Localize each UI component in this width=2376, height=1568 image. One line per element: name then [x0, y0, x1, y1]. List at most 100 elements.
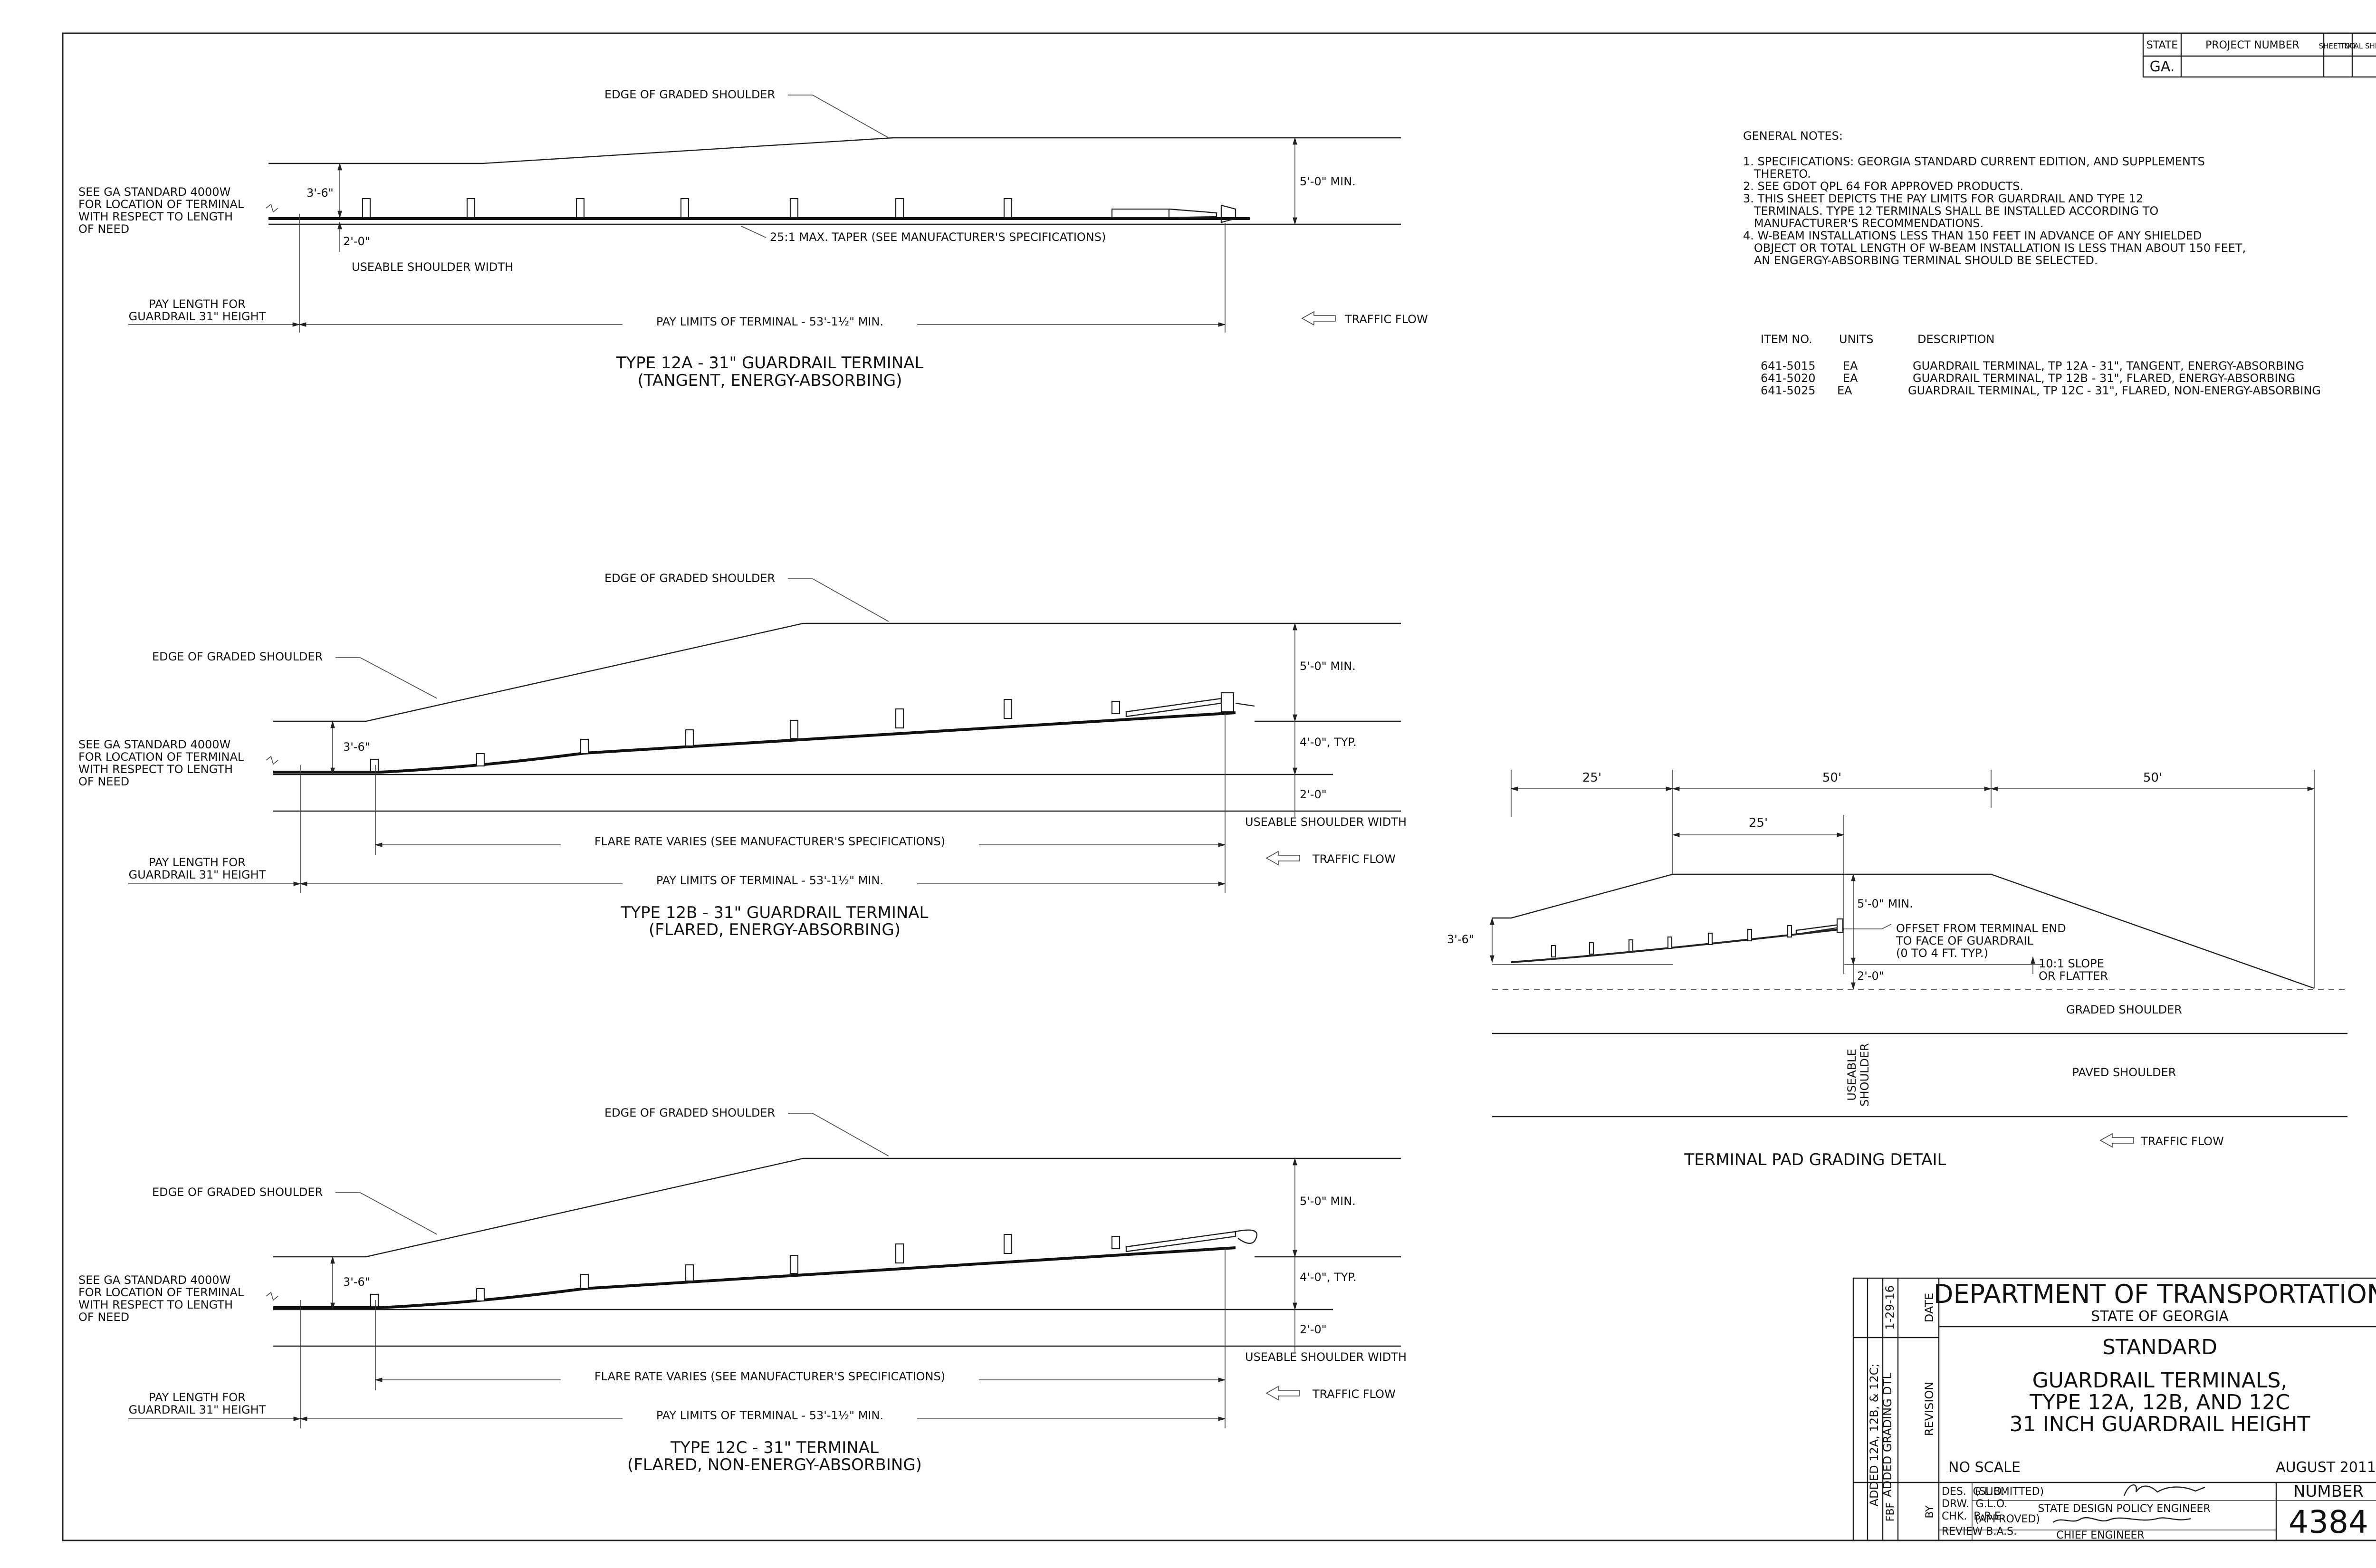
dim-5-0-min: 5'-0" MIN.	[1300, 1195, 1356, 1208]
see-standard: FOR LOCATION OF TERMINAL	[78, 750, 244, 764]
traffic-flow: TRAFFIC FLOW	[1344, 313, 1428, 326]
des: DES. G.L.O.	[1942, 1486, 2005, 1498]
note-line: MANUFACTURER'S RECOMMENDATIONS.	[1743, 217, 1983, 230]
paved-shoulder-label: PAVED SHOULDER	[2072, 1066, 2176, 1079]
dim-2-0: 2'-0"	[1857, 969, 1884, 983]
item-units: EA	[1837, 384, 1852, 397]
traffic-flow-arrow	[1265, 1386, 1300, 1401]
dim-3-6: 3'-6"	[307, 186, 334, 200]
detail-subtitle: (TANGENT, ENERGY-ABSORBING)	[637, 371, 902, 390]
traffic-flow: TRAFFIC FLOW	[2140, 1135, 2224, 1148]
dim-5-0-min: 5'-0" MIN.	[1300, 175, 1356, 188]
dim-50-ft: 50'	[2143, 771, 2162, 785]
header-project-number: PROJECT NUMBER	[2205, 39, 2299, 51]
see-standard: OF NEED	[78, 1310, 129, 1324]
guardrail-beam	[273, 1246, 1236, 1309]
see-standard: OF NEED	[78, 222, 129, 236]
detail-subtitle: (FLARED, ENERGY-ABSORBING)	[649, 920, 901, 939]
graded-shoulder-edge	[268, 137, 1401, 164]
terminal-head	[1125, 1229, 1258, 1252]
item-no: 641-5015	[1761, 359, 1816, 373]
pay-length: PAY LENGTH FOR	[149, 1391, 246, 1404]
standard-name: GUARDRAIL TERMINALS,	[2032, 1368, 2288, 1393]
chief-label: CHIEF ENGINEER	[2056, 1530, 2144, 1541]
dim-25-ft: 25'	[1582, 771, 1601, 785]
header-state: STATE	[2146, 39, 2178, 51]
issue-date: AUGUST 2011	[2276, 1459, 2376, 1476]
signature-submitted	[2123, 1484, 2205, 1496]
dim-3-6: 3'-6"	[343, 740, 370, 754]
review: REVIEW B.A.S.	[1942, 1526, 2017, 1538]
state-value: GA.	[2150, 58, 2175, 75]
sdpe-label: STATE DESIGN POLICY ENGINEER	[2038, 1503, 2210, 1515]
standard-number: 4384	[2289, 1504, 2368, 1540]
edge-label-top: EDGE OF GRADED SHOULDER	[604, 572, 775, 585]
number-label: NUMBER	[2293, 1482, 2364, 1501]
items-header-units: UNITS	[1839, 333, 1874, 346]
items-header-description: DESCRIPTION	[1917, 333, 1994, 346]
see-standard: WITH RESPECT TO LENGTH	[78, 763, 233, 776]
fbf-label: FBF	[1885, 1502, 1897, 1521]
note-line: AN ENGERGY-ABSORBING TERMINAL SHOULD BE …	[1743, 254, 2098, 267]
sheet-border	[62, 32, 2376, 1541]
see-standard: FOR LOCATION OF TERMINAL	[78, 1286, 244, 1299]
rev-text: ADDED GRADING DTL	[1881, 1373, 1894, 1497]
header-sheet-no: SHEET NO.	[2319, 42, 2357, 50]
standard-label: STANDARD	[2102, 1335, 2217, 1359]
pay-length: PAY LENGTH FOR	[149, 297, 246, 311]
guardrail-posts	[1551, 918, 1844, 958]
dim-5-0-min: 5'-0" MIN.	[1300, 660, 1356, 673]
edge-label: EDGE OF GRADED SHOULDER	[604, 88, 775, 101]
terminal-head	[1111, 204, 1236, 223]
item-description: GUARDRAIL TERMINAL, TP 12B - 31", FLARED…	[1913, 372, 2295, 385]
dim-2-0: 2'-0"	[1300, 1323, 1327, 1336]
dim-5-0-min: 5'-0" MIN.	[1857, 897, 1913, 910]
slope-note: OR FLATTER	[2039, 969, 2108, 983]
detail-title: TYPE 12B - 31" GUARDRAIL TERMINAL	[621, 903, 929, 922]
pay-limits: PAY LIMITS OF TERMINAL - 53'-1½" MIN.	[656, 874, 883, 887]
detail-type-12a: EDGE OF GRADED SHOULDER 3'-6" 2'-0" 5'-0…	[78, 88, 1428, 390]
rev-date-label: DATE	[1923, 1293, 1936, 1322]
useable-shoulder: SHOULDER	[1858, 1043, 1871, 1106]
item-no: 641-5020	[1761, 372, 1816, 385]
terminal-pad-grading-detail: 25' 50' 50' 25' 3'-6" 5'-0" MIN. OFFSET …	[1447, 770, 2347, 1169]
drw: DRW. G.L.O.	[1942, 1498, 2007, 1510]
dim-3-6: 3'-6"	[343, 1275, 370, 1289]
see-standard: WITH RESPECT TO LENGTH	[78, 1298, 233, 1311]
edge-label-left: EDGE OF GRADED SHOULDER	[152, 1186, 323, 1199]
edge-label-left: EDGE OF GRADED SHOULDER	[152, 650, 323, 663]
state-name: STATE OF GEORGIA	[2091, 1308, 2229, 1325]
guardrail-posts	[370, 698, 1121, 773]
header-total-sheets: TOTAL SHEETS	[2340, 42, 2376, 50]
note-line: TERMINALS. TYPE 12 TERMINALS SHALL BE IN…	[1743, 204, 2158, 218]
see-standard: SEE GA STANDARD 4000W	[78, 1273, 230, 1287]
dim-50-ft: 50'	[1822, 771, 1841, 785]
note-line: 2. SEE GDOT QPL 64 FOR APPROVED PRODUCTS…	[1743, 180, 2023, 193]
note-line: 4. W-BEAM INSTALLATIONS LESS THAN 150 FE…	[1743, 229, 2202, 242]
item-units: EA	[1843, 372, 1858, 385]
pay-length: GUARDRAIL 31" HEIGHT	[129, 310, 266, 323]
flare-note: FLARE RATE VARIES (SEE MANUFACTURER'S SP…	[594, 835, 945, 848]
guardrail-posts	[370, 1233, 1121, 1308]
pay-limits: PAY LIMITS OF TERMINAL - 53'-1½" MIN.	[656, 315, 883, 328]
useable-shoulder-width: USEABLE SHOULDER WIDTH	[352, 260, 513, 274]
detail-title: TYPE 12A - 31" GUARDRAIL TERMINAL	[616, 354, 924, 373]
standard-name: 31 INCH GUARDRAIL HEIGHT	[2010, 1412, 2310, 1436]
useable-shoulder-width: USEABLE SHOULDER WIDTH	[1245, 1350, 1407, 1364]
dim-2-0: 2'-0"	[1300, 788, 1327, 801]
detail-title: TYPE 12C - 31" TERMINAL	[670, 1438, 879, 1457]
note-line: 3. THIS SHEET DEPICTS THE PAY LIMITS FOR…	[1743, 192, 2143, 205]
item-units: EA	[1843, 359, 1858, 373]
useable-shoulder: USEABLE	[1845, 1049, 1859, 1100]
submitted-label: (SUBMITTED)	[1975, 1486, 2044, 1498]
offset-note: OFFSET FROM TERMINAL END	[1896, 922, 2066, 935]
detail-title: TERMINAL PAD GRADING DETAIL	[1684, 1150, 1946, 1169]
detail-subtitle: (FLARED, NON-ENERGY-ABSORBING)	[627, 1455, 922, 1474]
see-standard: SEE GA STANDARD 4000W	[78, 738, 230, 751]
traffic-flow-arrow	[1265, 851, 1300, 866]
item-no: 641-5025	[1761, 384, 1816, 397]
slope-note: 10:1 SLOPE	[2039, 957, 2104, 970]
detail-type-12c: EDGE OF GRADED SHOULDER EDGE OF GRADED S…	[78, 1106, 1407, 1474]
chk: CHK. B.R.E.	[1942, 1511, 2004, 1522]
